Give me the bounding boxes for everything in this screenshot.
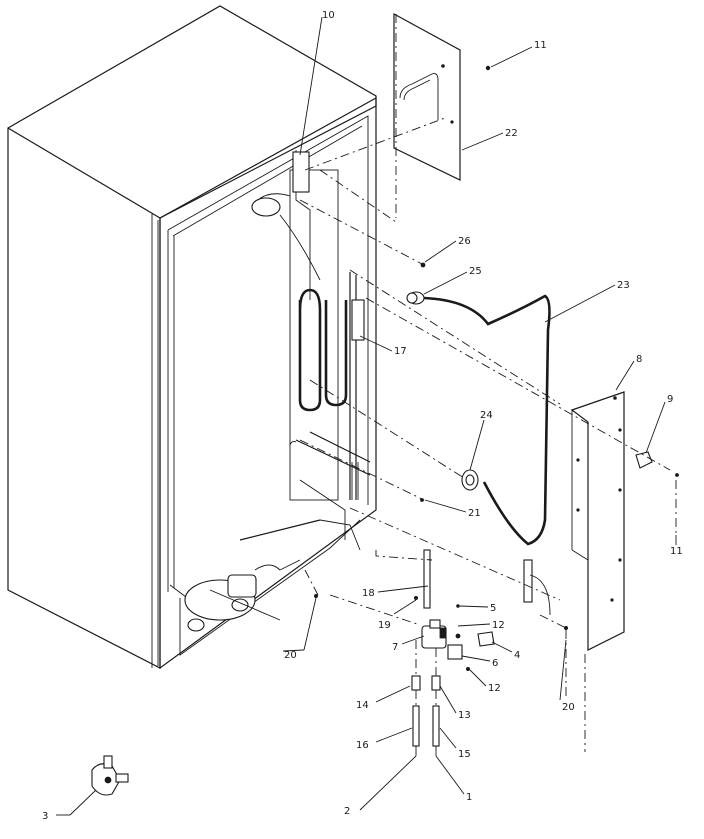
evaporator-assembly	[239, 150, 371, 551]
callout-5: 5	[459, 603, 496, 614]
svg-text:5: 5	[490, 603, 496, 614]
callout-10: 10	[299, 10, 335, 156]
svg-text:21: 21	[468, 508, 481, 519]
callout-4: 4	[491, 641, 520, 661]
svg-text:11: 11	[534, 40, 547, 51]
svg-text:12: 12	[488, 683, 501, 694]
callout-11-right: 11	[670, 535, 683, 557]
svg-text:14: 14	[356, 700, 369, 711]
callout-12-top: 12	[457, 620, 505, 631]
svg-text:8: 8	[636, 354, 642, 365]
svg-text:13: 13	[458, 710, 471, 721]
callout-20-right: 20	[559, 639, 575, 713]
callout-9: 9	[645, 394, 673, 454]
svg-text:15: 15	[458, 749, 471, 760]
svg-text:25: 25	[469, 266, 482, 277]
svg-text:23: 23	[617, 280, 630, 291]
callout-18: 18	[362, 585, 429, 599]
alignment-lines	[299, 14, 677, 752]
bracket-part	[423, 549, 431, 609]
callout-16: 16	[356, 727, 413, 751]
callout-15: 15	[439, 727, 471, 760]
svg-text:7: 7	[392, 642, 398, 653]
svg-text:19: 19	[378, 620, 391, 631]
svg-text:6: 6	[492, 658, 498, 669]
callout-11-top: 11	[490, 40, 547, 68]
callout-7: 7	[392, 635, 425, 653]
svg-text:20: 20	[562, 702, 575, 713]
callout-1: 1	[435, 755, 472, 803]
callout-13: 13	[439, 685, 471, 721]
svg-text:18: 18	[362, 588, 375, 599]
svg-text:1: 1	[466, 792, 472, 803]
callout-26: 26	[424, 236, 471, 263]
svg-text:22: 22	[505, 128, 518, 139]
water-valve-assembly	[421, 619, 495, 660]
callout-23: 23	[544, 280, 630, 323]
svg-text:11: 11	[670, 546, 683, 557]
compressor-area	[184, 559, 301, 632]
svg-text:4: 4	[514, 650, 520, 661]
callout-17: 17	[359, 335, 407, 357]
callout-24: 24	[469, 410, 493, 471]
callout-20-left: 20	[282, 597, 317, 661]
callout-14: 14	[356, 685, 411, 711]
callout-3: 3	[42, 789, 97, 822]
svg-text:16: 16	[356, 740, 369, 751]
supply-tubes	[411, 675, 441, 756]
callout-2: 2	[344, 755, 417, 817]
refrigerator-cabinet	[7, 5, 377, 670]
svg-text:17: 17	[394, 346, 407, 357]
callout-12-bottom: 12	[469, 669, 501, 694]
svg-text:26: 26	[458, 236, 471, 247]
lower-rear-cover	[570, 391, 625, 651]
clip-part	[635, 451, 653, 469]
svg-text:10: 10	[322, 10, 335, 21]
callout-22: 22	[461, 128, 518, 151]
saddle-valve-part	[91, 755, 129, 796]
svg-text:3: 3	[42, 811, 48, 822]
callout-25: 25	[423, 266, 482, 295]
svg-text:24: 24	[480, 410, 493, 421]
svg-text:12: 12	[492, 620, 505, 631]
callout-8: 8	[615, 354, 642, 391]
callout-21: 21	[424, 499, 481, 519]
water-line-assembly	[406, 291, 551, 616]
svg-text:20: 20	[284, 650, 297, 661]
callout-19: 19	[378, 599, 417, 631]
callout-6: 6	[461, 655, 498, 669]
svg-text:2: 2	[344, 806, 350, 817]
upper-rear-cover	[393, 12, 461, 181]
svg-text:9: 9	[667, 394, 673, 405]
